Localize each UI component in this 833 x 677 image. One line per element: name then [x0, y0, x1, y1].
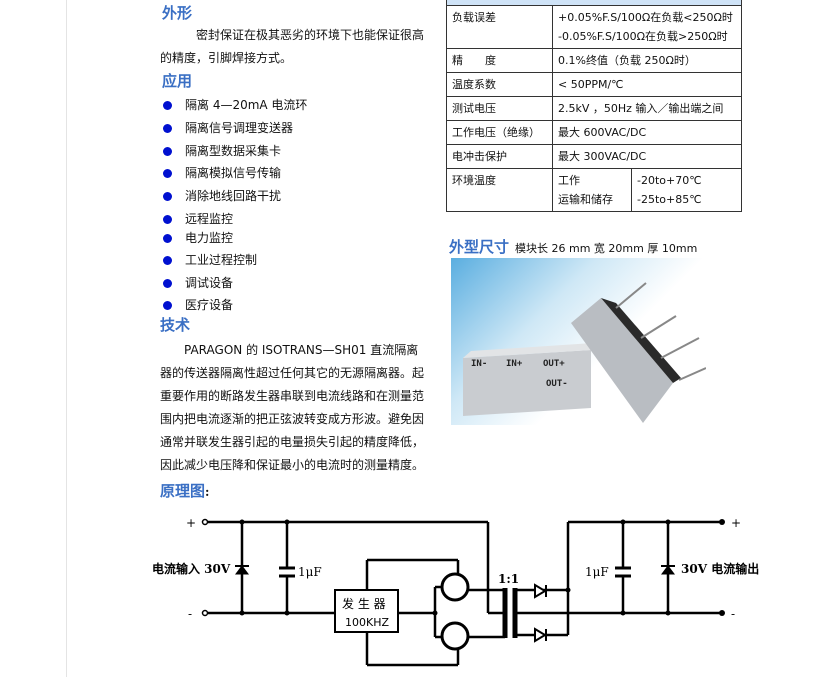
shape-heading: 外形	[162, 4, 193, 22]
application-heading: 应用	[162, 72, 193, 90]
tech-text: PARAGON 的 ISOTRANS—SH01 直流隔离器的传送器隔离性超过任何…	[160, 343, 425, 472]
bullet-icon	[163, 256, 172, 265]
application-item: 工业过程控制	[163, 251, 257, 268]
svg-text:OUT+: OUT+	[543, 359, 565, 369]
table-row: 温度系数< 50PPM/℃	[446, 72, 742, 97]
bullet-icon	[163, 147, 172, 156]
application-item: 调试设备	[163, 274, 233, 291]
application-item: 隔离信号调理变送器	[163, 119, 293, 136]
application-item: 电力监控	[163, 229, 233, 246]
table-row: 负载误差+0.05%F.S/100Ω在负载<250Ω时-0.05%F.S/100…	[446, 5, 742, 49]
product-photo: IN- IN+ OUT+ OUT-	[451, 258, 707, 425]
svg-text:1μF: 1μF	[585, 565, 609, 579]
svg-text:-: -	[731, 607, 735, 621]
bullet-icon	[163, 124, 172, 133]
svg-text:1μF: 1μF	[298, 565, 322, 579]
shape-text: 密封保证在极其恶劣的环境下也能保证很高的精度，引脚焊接方式。	[160, 28, 425, 65]
application-item: 隔离型数据采集卡	[163, 142, 281, 159]
bullet-icon	[163, 234, 172, 243]
svg-text:电流输入 30V: 电流输入 30V	[152, 561, 231, 576]
tech-heading: 技术	[160, 316, 191, 334]
svg-text:OUT-: OUT-	[546, 379, 568, 389]
bullet-icon	[163, 192, 172, 201]
application-item: 隔离 4—20mA 电流环	[163, 96, 307, 113]
application-item: 医疗设备	[163, 296, 233, 313]
svg-text:+: +	[731, 516, 741, 530]
application-item: 远程监控	[163, 210, 233, 227]
svg-text:+: +	[186, 516, 196, 530]
application-item: 消除地线回路干扰	[163, 187, 281, 204]
dimensions: 外型尺寸模块长 26 mm 宽 20mm 厚 10mm	[449, 238, 698, 256]
svg-text:-: -	[188, 607, 192, 621]
bullet-icon	[163, 169, 172, 178]
svg-text:IN+: IN+	[506, 359, 523, 369]
table-row: 工作电压（绝缘）最大 600VAC/DC	[446, 120, 742, 145]
svg-text:1:1: 1:1	[498, 572, 519, 586]
svg-text:IN-: IN-	[471, 359, 487, 369]
schematic-heading: 原理图:	[160, 482, 210, 500]
bullet-icon	[163, 301, 172, 310]
spec-table: 负载误差+0.05%F.S/100Ω在负载<250Ω时-0.05%F.S/100…	[446, 0, 742, 212]
bullet-icon	[163, 279, 172, 288]
svg-text:100KHZ: 100KHZ	[345, 616, 389, 629]
svg-text:30V 电流输出: 30V 电流输出	[681, 561, 759, 576]
application-item: 隔离模拟信号传输	[163, 164, 281, 181]
table-row: 环境温度 工作运输和储存 -20to+70℃-25to+85℃	[446, 168, 742, 212]
divider	[66, 0, 67, 677]
bullet-icon	[163, 215, 172, 224]
svg-text:发 生 器: 发 生 器	[342, 596, 386, 611]
bullet-icon	[163, 101, 172, 110]
